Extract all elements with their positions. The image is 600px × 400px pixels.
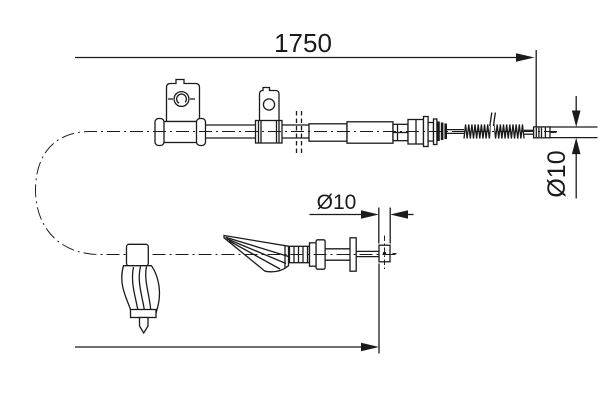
guide-sleeve-assembly bbox=[154, 117, 207, 147]
cable-end-barrel-right bbox=[532, 126, 557, 139]
conduit-sleeve-a bbox=[308, 123, 348, 142]
cable-housing bbox=[29, 125, 228, 261]
bracket-mid-hole bbox=[262, 98, 276, 111]
arrowhead-right bbox=[361, 210, 379, 219]
dimension-lower-diameter: Ø10 bbox=[309, 191, 414, 244]
arrowhead-down bbox=[571, 110, 581, 127]
cable-break-marks bbox=[295, 111, 303, 153]
centerlines bbox=[35, 131, 557, 255]
clip-pin bbox=[138, 316, 149, 335]
dimension-bottom-length bbox=[75, 263, 380, 354]
dimension-overall-length: 1750 bbox=[75, 28, 537, 127]
lower-diameter-label: Ø10 bbox=[317, 191, 357, 214]
arrowhead-right bbox=[361, 342, 379, 352]
retaining-clip bbox=[121, 243, 161, 335]
boot-cone bbox=[223, 234, 290, 273]
dimension-right-diameter: Ø10 bbox=[543, 96, 598, 199]
arrowhead-right bbox=[516, 53, 535, 62]
arrowhead-up bbox=[571, 137, 581, 155]
overall-length-label: 1750 bbox=[274, 28, 332, 58]
bracket-front-hole bbox=[173, 90, 190, 108]
spring-break-tick bbox=[489, 112, 493, 127]
arrowhead-left bbox=[390, 210, 408, 219]
conduit-sleeve-b bbox=[346, 121, 394, 144]
cable-end-fitting-lower bbox=[378, 235, 397, 272]
mounting-bracket-front bbox=[165, 78, 201, 123]
spring-coil bbox=[463, 112, 534, 140]
mounting-bracket-mid bbox=[254, 86, 283, 144]
right-diameter-label: Ø10 bbox=[543, 150, 571, 197]
